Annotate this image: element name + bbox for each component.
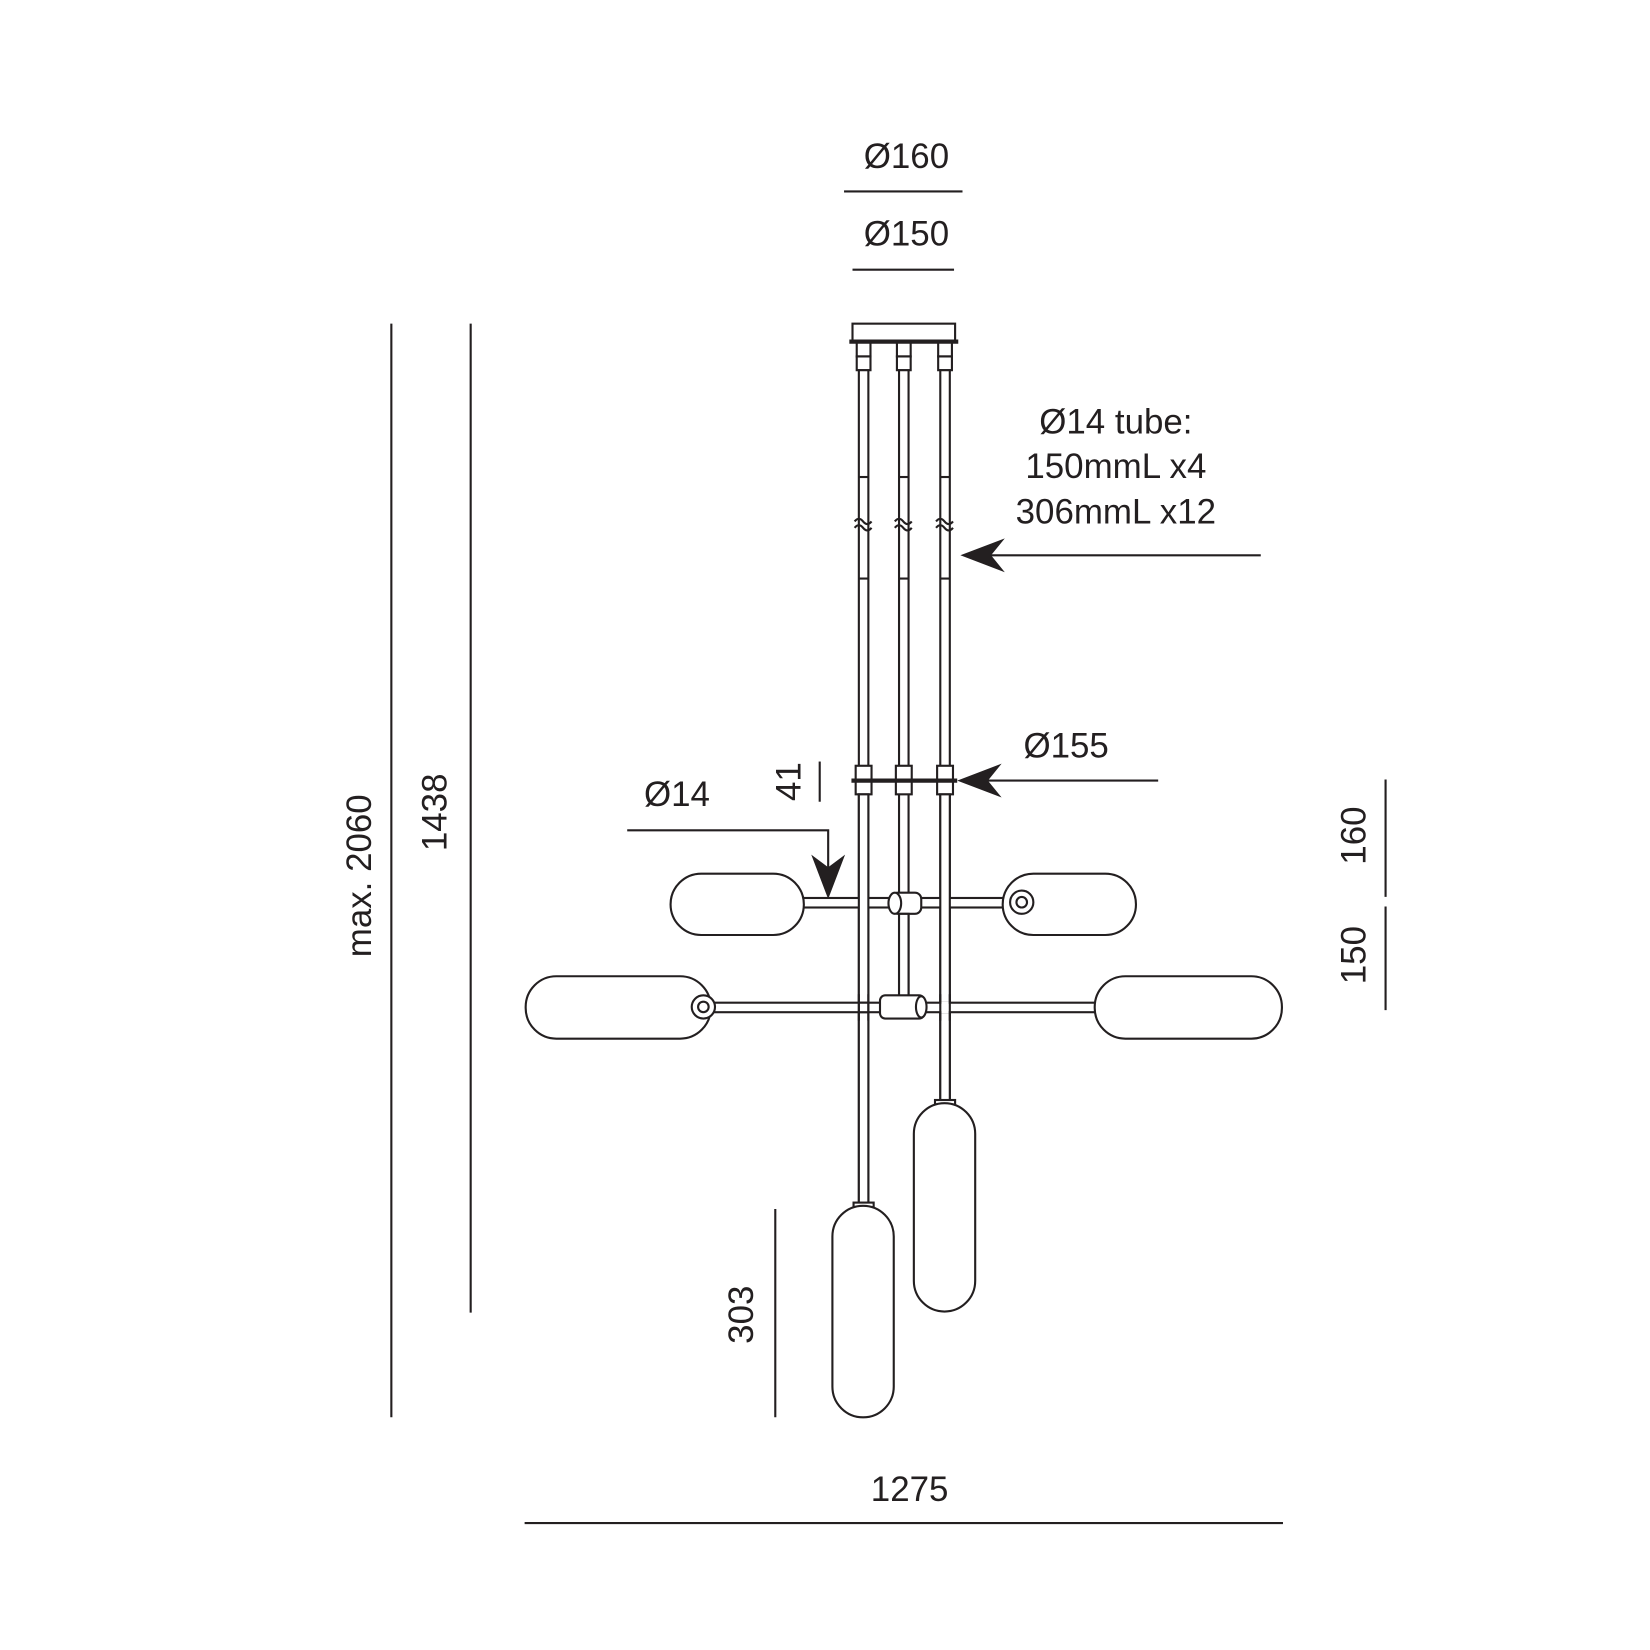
upper-arm xyxy=(669,872,1138,937)
tube-arrowhead xyxy=(960,538,1005,573)
ring-height-label: 41 xyxy=(770,762,809,801)
middle-tube-lower xyxy=(897,912,910,1004)
upper-left-globe xyxy=(669,872,805,937)
left-pendant xyxy=(831,1201,895,1419)
right-pendant xyxy=(912,1098,977,1313)
tube-note-line-1: Ø14 tube: xyxy=(1039,403,1192,442)
arm-diameter-label: Ø14 xyxy=(644,775,710,814)
overall-width-label: 1275 xyxy=(871,1470,949,1509)
overall-height-label: max. 2060 xyxy=(340,794,379,957)
upper-right-globe xyxy=(1001,872,1138,937)
lower-left-globe xyxy=(524,975,712,1040)
ring-arrowhead xyxy=(957,763,1002,798)
lower-right-globe xyxy=(1093,975,1283,1040)
canopy-outer-diameter-label: Ø160 xyxy=(864,137,949,176)
right-tube-lower xyxy=(939,793,951,1105)
ring xyxy=(851,764,958,796)
ring-diameter-label: Ø155 xyxy=(1023,726,1108,765)
lower-spacing-label: 150 xyxy=(1334,926,1373,984)
arm-leader-line xyxy=(627,829,830,873)
tube-note-line-3: 306mmL x12 xyxy=(1016,493,1216,532)
globe-length-label: 303 xyxy=(722,1286,761,1344)
fixture-height-label: 1438 xyxy=(415,773,454,851)
arm-arrowhead xyxy=(811,854,846,900)
upper-spacing-label: 160 xyxy=(1334,806,1373,864)
tube-note-line-2: 150mmL x4 xyxy=(1025,447,1206,486)
canopy-inner-diameter-label: Ø150 xyxy=(864,214,949,253)
left-tube-lower xyxy=(857,793,870,1209)
lower-arm xyxy=(524,975,1283,1040)
canopy xyxy=(849,322,959,372)
